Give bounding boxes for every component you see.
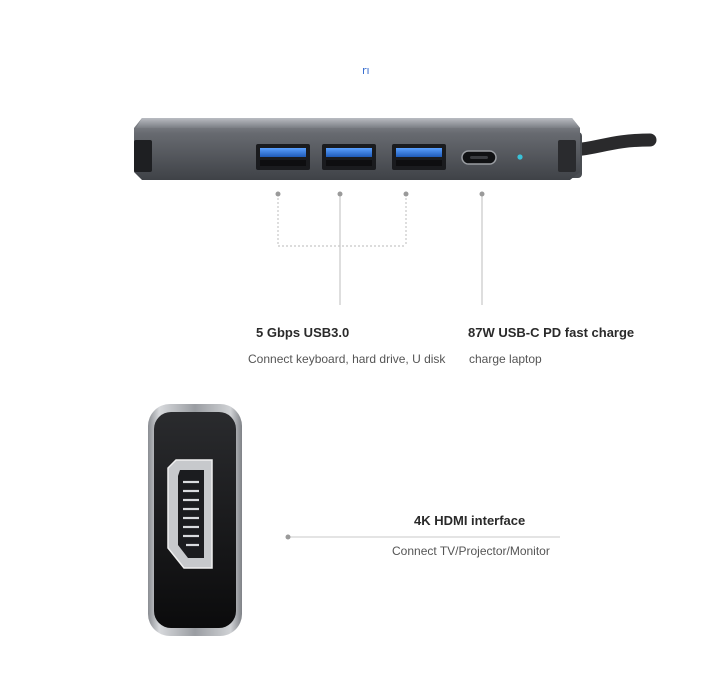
usb-c-port [461, 150, 497, 165]
usb3-dot-2 [337, 191, 343, 197]
pd-subtitle: charge laptop [469, 352, 542, 366]
usb-a-port-3 [392, 144, 446, 170]
usb3-dot-1 [275, 191, 281, 197]
hdmi-title: 4K HDMI interface [414, 513, 526, 528]
usb3-subtitle: Connect keyboard, hard drive, U disk [248, 352, 446, 366]
hub-end-cap [134, 140, 152, 172]
hdmi-port-closeup [148, 404, 242, 636]
pd-title: 87W USB-C PD fast charge [468, 325, 635, 340]
usb3-title: 5 Gbps USB3.0 [256, 325, 350, 340]
pd-dot [479, 191, 485, 197]
brand-logo: rı [362, 64, 370, 77]
indicator-led [517, 154, 523, 160]
hdmi-dot [285, 534, 291, 540]
hdmi-subtitle: Connect TV/Projector/Monitor [392, 544, 550, 558]
usb3-leader-lines [277, 194, 407, 305]
usb3-dot-3 [403, 191, 409, 197]
usb-a-port-1 [256, 144, 310, 170]
usb-a-port-2 [322, 144, 376, 170]
